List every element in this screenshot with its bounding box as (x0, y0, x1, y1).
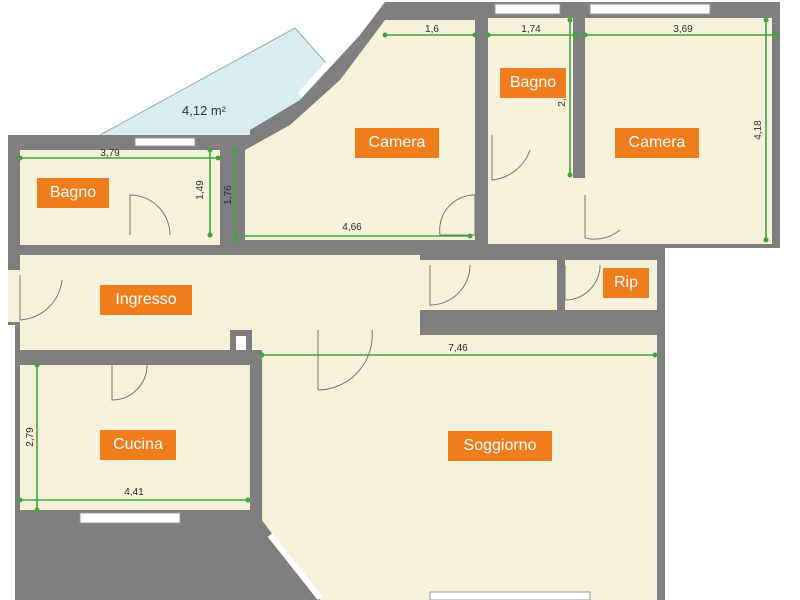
dim-bagno-top-width: 1,74 (521, 24, 541, 35)
dim-camera-right-depth: 4,18 (753, 120, 764, 140)
pillar-core (236, 336, 246, 350)
floor-ingresso (20, 255, 420, 350)
doors (19, 135, 621, 401)
room-label-camera-center: Camera (355, 128, 439, 158)
room-label-camera-right: Camera (615, 128, 699, 158)
dim-bagno-left-depth: 1,49 (195, 180, 206, 200)
dim-bagno-left-width: 3,79 (100, 148, 120, 159)
window-camera-diag (297, 37, 353, 98)
window-top (494, 3, 561, 15)
room-label-bagno-top: Bagno (500, 68, 566, 98)
room-label-rip: Rip (603, 268, 649, 298)
balcony-area: 4,12 m² (182, 103, 227, 118)
window-cucina (79, 512, 181, 524)
dim-camera-center-depth: 1,76 (223, 185, 234, 205)
window-soggiorno (429, 591, 591, 600)
room-label-bagno-left: Bagno (37, 178, 109, 208)
entrance-opening (8, 270, 22, 322)
floor-bagno-top (488, 18, 573, 178)
floor-corridor (488, 178, 585, 244)
room-label-ingresso: Ingresso (100, 285, 192, 315)
dim-camera-center-top: 1,6 (425, 24, 439, 35)
floor-soggiorno (262, 335, 657, 600)
dimension-ticks (17, 17, 778, 513)
window-bagno-left (134, 137, 196, 147)
dimension-lines (20, 20, 775, 510)
dim-camera-center-width: 4,66 (342, 222, 362, 233)
dim-camera-right-width: 3,69 (673, 24, 693, 35)
dim-soggiorno-width: 7,46 (448, 343, 468, 354)
dim-cucina-depth: 2,79 (25, 427, 36, 447)
room-label-cucina: Cucina (100, 430, 176, 460)
window-right (589, 3, 711, 15)
dim-cucina-width: 4,41 (124, 487, 144, 498)
floor-disimpegno (420, 260, 557, 310)
room-label-soggiorno: Soggiorno (448, 431, 552, 461)
window-soggiorno-diag (267, 533, 323, 600)
